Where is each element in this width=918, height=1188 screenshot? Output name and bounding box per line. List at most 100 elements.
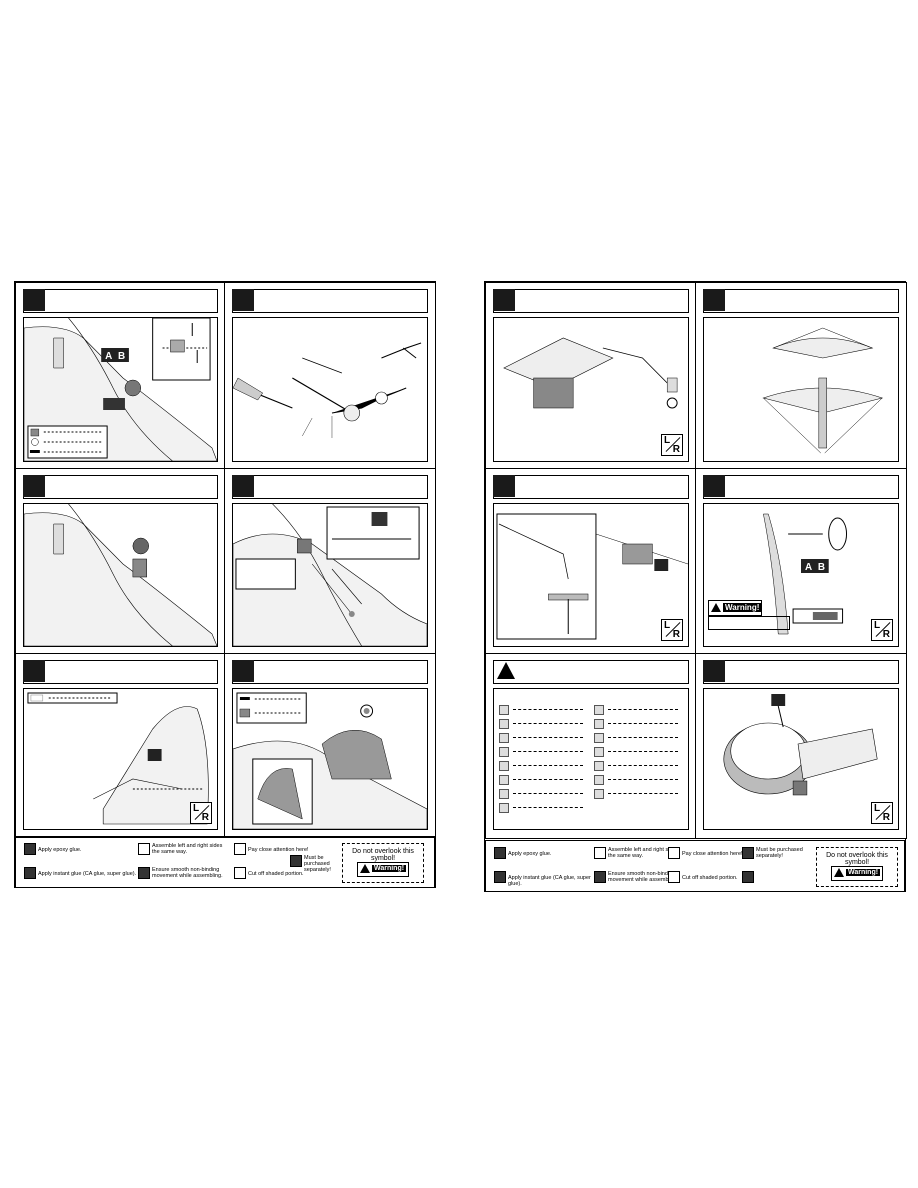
part-row: [499, 789, 589, 799]
part-row: [594, 719, 684, 729]
step-number-block: [23, 660, 45, 682]
step-header: [232, 289, 428, 313]
instant-glue-icon: [494, 871, 506, 883]
part-icon: [499, 733, 509, 743]
epoxy-legend-text: Apply epoxy glue.: [38, 847, 82, 853]
part-row: [499, 775, 589, 785]
arrow-icon: [742, 871, 754, 883]
overlook-caption: Do not overlook this symbol!: [826, 852, 888, 866]
attention-icon: [668, 847, 680, 859]
part-leader: [608, 737, 678, 738]
step-header: [493, 475, 689, 499]
step-header: [23, 660, 218, 684]
part-icon: [499, 789, 509, 799]
step-header: [703, 289, 899, 313]
warning-triangle-icon: [360, 864, 370, 873]
part-leader: [513, 751, 583, 752]
overlook-symbol-box: Do not overlook this symbol! Warning!: [342, 843, 424, 883]
step-2-drawing: [232, 317, 428, 462]
purchased-legend-text: Must be purchased separately!: [756, 847, 803, 859]
part-row: [594, 775, 684, 785]
step-1-drawing: A B: [23, 317, 218, 462]
part-icon: [499, 775, 509, 785]
x-mark-icon: [290, 855, 302, 867]
part-row: [594, 705, 684, 715]
arrow-icon: [138, 867, 150, 879]
step-header: [23, 289, 218, 313]
part-row: [594, 761, 684, 771]
step-header: [703, 475, 899, 499]
instant-legend-text: Apply instant glue (CA glue, super glue)…: [38, 871, 137, 877]
lr-right: R: [201, 812, 209, 823]
step-header: [232, 475, 428, 499]
lr-left: L: [874, 620, 881, 631]
part-row: [499, 719, 589, 729]
symbol-legend: Apply epoxy glue. Apply instant glue (CA…: [15, 836, 435, 888]
warning-triangle-icon: [834, 868, 844, 877]
part-leader: [608, 723, 678, 724]
instant-legend-text: Apply instant glue (CA glue, super glue)…: [508, 875, 591, 887]
part-leader: [608, 765, 678, 766]
step-number-block: [232, 289, 254, 311]
attention-icon: [234, 843, 246, 855]
step-4-panel: [224, 468, 436, 655]
part-icon: [499, 705, 509, 715]
cut-legend-text: Cut off shaded portion.: [248, 871, 304, 877]
step-6-drawing: [232, 688, 428, 830]
cut-icon: [234, 867, 246, 879]
part-row: [594, 747, 684, 757]
step-header: [23, 475, 218, 499]
ab-label-a: A: [805, 562, 812, 573]
part-icon: [499, 747, 509, 757]
part-row: [594, 789, 684, 799]
part-row: [594, 733, 684, 743]
lr-right: R: [672, 444, 680, 455]
part-row: [499, 733, 589, 743]
ab-label-b: B: [818, 562, 825, 573]
warning-label: Warning!: [372, 865, 407, 872]
step-header: [232, 660, 428, 684]
step-3-panel: [15, 468, 226, 655]
part-icon: [594, 719, 604, 729]
step-number-block: [232, 475, 254, 497]
instant-glue-icon: [24, 867, 36, 879]
warning-triangle-icon: [711, 603, 721, 612]
step-2-panel: [224, 282, 436, 470]
symbol-legend: Apply epoxy glue. Apply instant glue (CA…: [485, 840, 905, 892]
part-icon: [594, 761, 604, 771]
part-leader: [513, 723, 583, 724]
assemble-legend-text: Assemble left and right sides the same w…: [152, 843, 223, 855]
cut-legend-text: Cut off shaded portion.: [682, 875, 738, 881]
arrow-icon: [594, 871, 606, 883]
part-leader: [513, 765, 583, 766]
attention-legend-text: Pay close attention here!: [682, 851, 743, 857]
epoxy-glue-icon: [24, 843, 36, 855]
warning-badge: Warning!: [831, 866, 883, 881]
right-step-2-panel: [695, 282, 907, 470]
part-leader: [513, 807, 583, 808]
step-6-panel: [224, 653, 436, 838]
cut-icon: [668, 871, 680, 883]
warning-badge: Warning!: [708, 600, 762, 616]
step-header: [703, 660, 899, 684]
step-number-block: [23, 475, 45, 497]
right-step-2-drawing: [703, 317, 899, 462]
lr-right: R: [882, 812, 890, 823]
step-number-block: [493, 475, 515, 497]
ensure-legend-text: Ensure smooth non-binding movement while…: [152, 867, 223, 879]
warning-triangle-icon: [497, 662, 515, 679]
ensure-legend-text: Ensure smooth non-binding movement while…: [608, 871, 679, 883]
part-icon: [499, 719, 509, 729]
lr-left: L: [664, 620, 671, 631]
part-row: [499, 705, 589, 715]
